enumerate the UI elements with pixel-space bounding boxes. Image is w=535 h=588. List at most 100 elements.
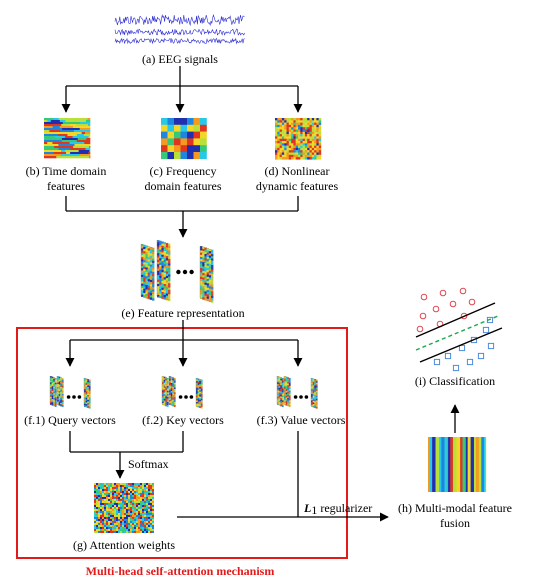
slab-pixel: [315, 389, 318, 391]
pixel: [100, 501, 103, 504]
slab-pixel: [87, 388, 89, 391]
pixel: [106, 495, 109, 498]
pixel: [138, 519, 141, 522]
slab-pixel: [172, 391, 174, 394]
slab-pixel: [141, 244, 144, 247]
slab-pixel: [163, 386, 166, 389]
slab-pixel: [141, 277, 144, 280]
slab-pixel: [202, 251, 205, 254]
slab-pixel: [141, 279, 144, 282]
slab-pixel: [311, 392, 313, 395]
pixel: [132, 529, 135, 532]
pixel: [167, 145, 175, 153]
slab-pixel: [161, 272, 164, 275]
pixel: [152, 523, 154, 526]
pixel: [286, 145, 289, 149]
pixel: [94, 491, 97, 494]
pixel: [132, 517, 135, 520]
slab-pixel: [84, 379, 86, 382]
slab-pixel: [147, 277, 150, 280]
slab-pixel: [199, 404, 201, 407]
slab-pixel: [208, 259, 212, 263]
slab-pixel: [162, 392, 164, 394]
pixel: [104, 519, 107, 522]
slab-pixel: [149, 288, 153, 292]
slab-pixel: [157, 248, 160, 252]
slab-pixel: [165, 245, 169, 248]
slab-pixel: [202, 246, 205, 250]
pixel: [112, 497, 115, 500]
pixel: [112, 499, 115, 502]
slab-pixel: [312, 402, 315, 405]
slab-pixel: [314, 396, 316, 399]
slab-pixel: [88, 402, 91, 404]
pixel: [100, 529, 103, 532]
slab-pixel: [199, 398, 201, 401]
pixel: [152, 511, 154, 514]
pixel: [110, 521, 113, 524]
pixel: [136, 493, 139, 496]
slab-pixel: [149, 246, 153, 250]
slab-pixel: [162, 403, 164, 405]
pixel: [102, 531, 105, 533]
slab-pixel: [145, 296, 148, 299]
pixel: [152, 483, 154, 486]
pixel: [128, 511, 131, 514]
pixel: [146, 527, 149, 530]
slab-pixel: [161, 248, 164, 251]
pixel: [118, 513, 121, 516]
pixel: [118, 503, 121, 506]
slab-pixel: [312, 380, 315, 382]
pixel: [110, 501, 113, 504]
pixel: [281, 129, 285, 132]
slab-pixel: [163, 379, 166, 382]
pixel: [314, 118, 317, 121]
slab-pixel: [311, 379, 313, 382]
slab-pixel: [57, 384, 59, 386]
slab-pixel: [149, 295, 153, 298]
pixel: [126, 513, 129, 516]
slab-pixel: [149, 282, 153, 285]
pixel: [104, 505, 107, 508]
pixel: [104, 531, 107, 533]
slab-pixel: [200, 265, 203, 269]
pixel: [314, 131, 317, 135]
pixel: [142, 515, 145, 518]
pixel: [300, 152, 303, 155]
pixel: [126, 497, 129, 500]
pixel: [302, 152, 306, 155]
pixel: [152, 527, 154, 530]
pixel: [104, 489, 107, 492]
ellipsis-dot: [178, 395, 183, 399]
pixel: [293, 118, 296, 121]
pixel: [108, 525, 111, 528]
slab-pixel: [60, 385, 62, 388]
pixel: [142, 507, 145, 510]
pixel: [288, 118, 292, 121]
slab-pixel: [206, 254, 209, 258]
slab-pixel: [315, 394, 318, 396]
pixel: [295, 157, 299, 160]
pixel: [152, 489, 154, 492]
slab-pixel: [196, 392, 198, 395]
pixel: [140, 517, 143, 520]
slab-pixel: [277, 393, 279, 396]
pixel: [130, 499, 133, 502]
pixel: [134, 511, 137, 514]
pixel: [96, 511, 99, 514]
pixel: [112, 525, 115, 528]
pixel: [120, 503, 123, 506]
slab-pixel: [169, 398, 171, 401]
pixel: [304, 129, 308, 132]
pixel: [152, 497, 154, 500]
pixel: [98, 505, 101, 508]
slab-pixel: [141, 261, 144, 264]
slab-pixel: [169, 400, 171, 402]
slab-pixel: [199, 385, 201, 388]
pixel: [138, 521, 141, 524]
eeg-trace: [114, 14, 245, 27]
pixel: [136, 507, 139, 510]
pixel: [112, 485, 115, 488]
slab-pixel: [162, 377, 164, 380]
slab-pixel: [165, 401, 167, 404]
